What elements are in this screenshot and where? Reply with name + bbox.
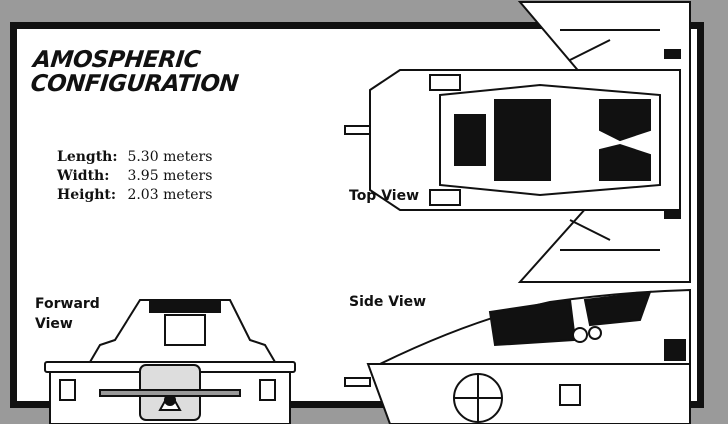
spec-length: Length: 5.30 meters (57, 148, 212, 167)
spec-label: Width: (57, 168, 110, 184)
spec-width: Width: 3.95 meters (57, 167, 212, 186)
side-view-label: Side View (349, 294, 427, 310)
spec-height: Height: 2.03 meters (57, 186, 212, 205)
spec-label: Length: (57, 149, 118, 165)
forward-view-drawing (44, 299, 296, 424)
side-view-drawing (344, 288, 691, 424)
spec-value: 5.30 meters (127, 149, 213, 165)
forward-view-label-line-2: View (35, 316, 73, 332)
top-view-label: Top View (349, 188, 420, 204)
spec-label: Height: (57, 187, 117, 203)
spec-value: 3.95 meters (127, 168, 213, 184)
spec-value: 2.03 meters (127, 187, 213, 203)
spec-list: Length: 5.30 meters Width: 3.95 meters H… (57, 148, 212, 205)
top-view-drawing (344, 1, 691, 283)
forward-view-label-line-1: Forward (35, 296, 100, 312)
forward-view-label: Forward View (35, 294, 100, 334)
